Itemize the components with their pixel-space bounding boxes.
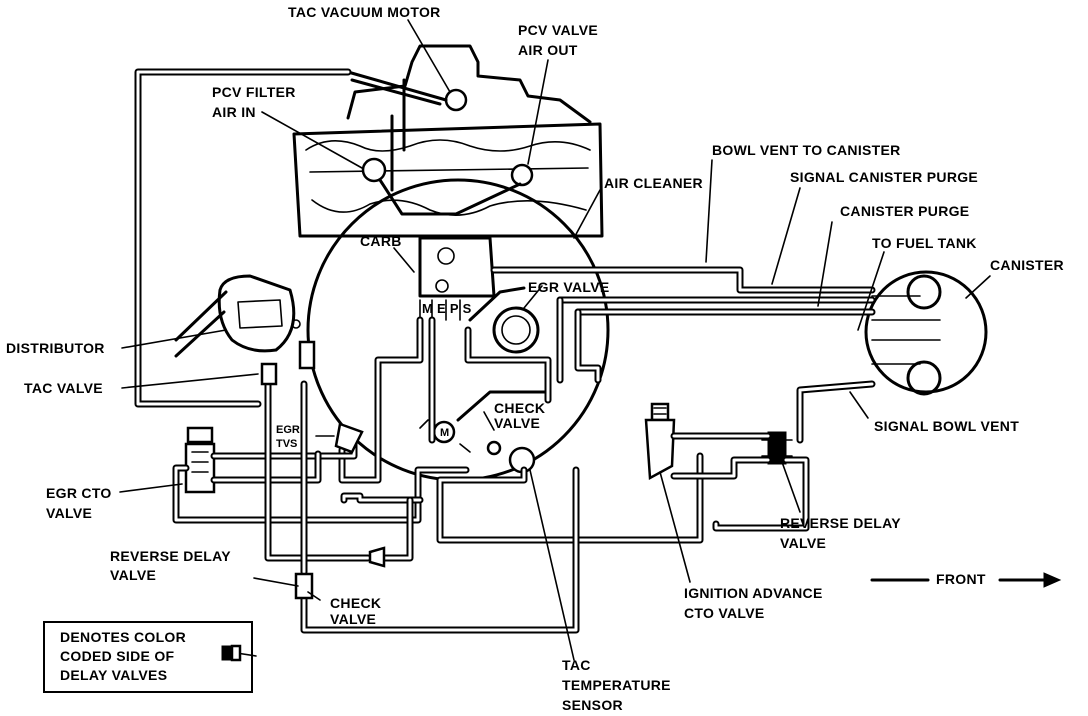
label-pcv-valve-air-out: AIR OUT [518, 42, 578, 58]
label-reverse-delay-left: REVERSE DELAY [110, 548, 231, 564]
label-canister-purge: CANISTER PURGE [840, 203, 969, 219]
front-arrow [870, 572, 1062, 588]
label-check-valve-upper: CHECK [494, 400, 545, 416]
label-egr-valve: EGR VALVE [528, 279, 610, 295]
label-canister: CANISTER [990, 257, 1064, 273]
label-egr-cto-valve: VALVE [46, 505, 92, 521]
leader-lines [119, 19, 991, 661]
label-distributor: DISTRIBUTOR [6, 340, 105, 356]
label-carb: CARB [360, 233, 402, 249]
label-ignition-advance-cto: CTO VALVE [684, 605, 765, 621]
label-ignition-advance: IGNITION ADVANCE [684, 585, 823, 601]
canister [864, 270, 988, 396]
legend-line-1: DENOTES COLOR [60, 629, 186, 645]
label-pcv-filter-air-in: AIR IN [212, 104, 256, 120]
label-reverse-delay-right: REVERSE DELAY [780, 515, 901, 531]
label-tac-sensor: TAC [562, 657, 591, 673]
label-reverse-delay-left-valve: VALVE [110, 567, 156, 583]
label-air-cleaner: AIR CLEANER [604, 175, 703, 191]
label-egr-tvs: EGR [276, 424, 300, 436]
label-tac-sensor-3: SENSOR [562, 697, 623, 713]
label-egr-cto: EGR CTO [46, 485, 112, 501]
engine-assembly [292, 44, 610, 482]
label-pcv-valve: PCV VALVE [518, 22, 598, 38]
label-signal-canister-purge: SIGNAL CANISTER PURGE [790, 169, 978, 185]
label-bowl-vent-to-canister: BOWL VENT TO CANISTER [712, 142, 901, 158]
legend-box [43, 621, 253, 693]
label-check-valve-lower: CHECK [330, 595, 381, 611]
egr-cto-valve [184, 426, 216, 494]
label-to-fuel-tank: TO FUEL TANK [872, 235, 977, 251]
label-check-valve-upper-2: VALVE [494, 415, 540, 431]
legend-line-3: DELAY VALVES [60, 667, 167, 683]
label-check-valve-lower-2: VALVE [330, 611, 376, 627]
label-motor-m: M [440, 427, 449, 439]
label-reverse-delay-right-valve: VALVE [780, 535, 826, 551]
labels: TAC VACUUM MOTOR PCV VALVE AIR OUT PCV F… [6, 4, 1064, 713]
ignition-advance-cto-valve [644, 402, 676, 481]
label-pcv-filter: PCV FILTER [212, 84, 296, 100]
label-tac-valve: TAC VALVE [24, 380, 103, 396]
legend-line-2: CODED SIDE OF [60, 648, 175, 664]
label-meps: M E P S [422, 301, 472, 316]
reverse-delay-valve-right [761, 431, 793, 465]
label-front: FRONT [936, 571, 986, 587]
label-tac-sensor-2: TEMPERATURE [562, 677, 671, 693]
label-egr-tvs-2: TVS [276, 438, 297, 450]
label-tac-vacuum-motor: TAC VACUUM MOTOR [288, 4, 441, 20]
distributor-assembly [174, 274, 301, 358]
label-signal-bowl-vent: SIGNAL BOWL VENT [874, 418, 1019, 434]
